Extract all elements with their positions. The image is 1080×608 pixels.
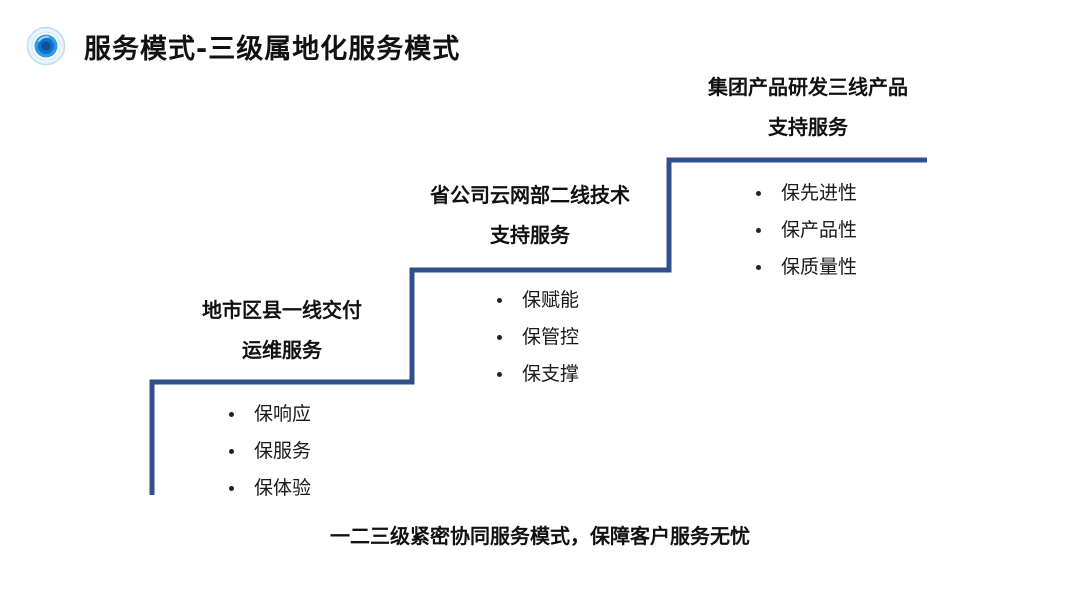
list-item: 保支撑 <box>494 364 579 401</box>
list-item-label: 保先进性 <box>781 182 858 204</box>
list-item: 保管控 <box>494 327 579 364</box>
footer-statement: 一二三级紧密协同服务模式，保障客户服务无忧 <box>330 524 750 548</box>
tier-3-title-line2: 支持服务 <box>768 115 848 139</box>
list-item-label: 保响应 <box>254 403 312 425</box>
bullet-icon <box>229 412 234 417</box>
tier-2-title-line1: 省公司云网部二线技术 <box>430 183 630 207</box>
list-item: 保质量性 <box>753 257 857 294</box>
page-title: 服务模式-三级属地化服务模式 <box>84 33 461 65</box>
bullet-icon <box>497 298 502 303</box>
list-item-label: 保产品性 <box>781 219 858 241</box>
list-item-label: 保管控 <box>522 326 580 348</box>
list-item: 保体验 <box>226 478 311 515</box>
bullet-icon <box>756 191 761 196</box>
list-item-label: 保赋能 <box>522 289 580 311</box>
bullet-icon <box>497 372 502 377</box>
tier-1-title-line1: 地市区县一线交付 <box>202 298 362 322</box>
list-item-label: 保体验 <box>254 477 312 499</box>
tier-1-title-line2: 运维服务 <box>242 338 322 362</box>
tier-1-bullet-list: 保响应 保服务 保体验 <box>226 404 311 515</box>
list-item-label: 保支撑 <box>522 363 580 385</box>
bullet-icon <box>497 335 502 340</box>
list-item-label: 保服务 <box>254 440 312 462</box>
tier-2-bullet-list: 保赋能 保管控 保支撑 <box>494 290 579 401</box>
list-item: 保服务 <box>226 441 311 478</box>
bullet-icon <box>756 228 761 233</box>
target-ring-icon <box>26 26 66 66</box>
list-item-label: 保质量性 <box>781 256 858 278</box>
tier-1-title: 地市区县一线交付 运维服务 <box>172 290 392 370</box>
list-item: 保产品性 <box>753 220 857 257</box>
bullet-icon <box>756 265 761 270</box>
title-bar: 服务模式-三级属地化服务模式 <box>26 26 460 66</box>
tier-2-title-line2: 支持服务 <box>490 223 570 247</box>
bullet-icon <box>229 449 234 454</box>
list-item: 保赋能 <box>494 290 579 327</box>
tier-2-title: 省公司云网部二线技术 支持服务 <box>410 175 650 255</box>
tier-3-title: 集团产品研发三线产品 支持服务 <box>688 67 928 147</box>
list-item: 保先进性 <box>753 183 857 220</box>
bullet-icon <box>229 486 234 491</box>
tier-3-title-line1: 集团产品研发三线产品 <box>708 75 908 99</box>
tier-3-bullet-list: 保先进性 保产品性 保质量性 <box>753 183 857 294</box>
list-item: 保响应 <box>226 404 311 441</box>
